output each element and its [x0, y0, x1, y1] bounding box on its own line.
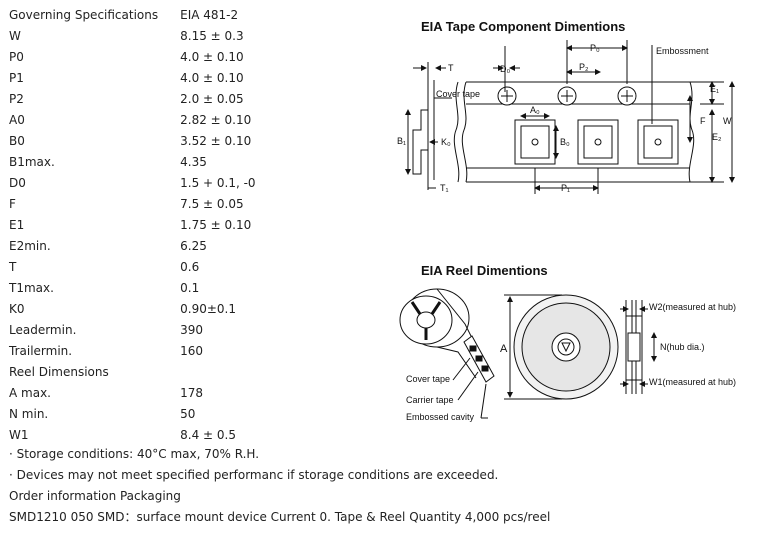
label-embossment: Embossment: [656, 46, 709, 56]
label-f: F: [700, 116, 706, 126]
notes-block: · Storage conditions: 40°C max, 70% R.H.…: [9, 444, 550, 528]
label-t1: T₁: [440, 183, 449, 193]
spec-value: 178: [180, 385, 204, 400]
spec-row: K0 0.90±0.1: [9, 298, 256, 319]
spec-value: 50: [180, 406, 196, 421]
spec-value: 8.4 ± 0.5: [180, 427, 236, 442]
order-heading: Order information Packaging: [9, 489, 181, 503]
reel-header-row: Reel Dimensions: [9, 361, 256, 382]
label-a0: A₀: [530, 105, 540, 115]
spec-label: N min.: [9, 406, 49, 421]
spec-value: 4.35: [180, 154, 207, 169]
spec-label: Trailermin.: [9, 343, 73, 358]
spec-label: W: [9, 28, 21, 43]
spec-header-label: Governing Specifications: [9, 7, 159, 22]
spec-header-row: Governing Specifications EIA 481-2: [9, 4, 256, 25]
spec-row: A max. 178: [9, 382, 256, 403]
spec-row: T 0.6: [9, 256, 256, 277]
spec-row: D0 1.5 + 0.1, -0: [9, 172, 256, 193]
spec-value: 4.0 ± 0.10: [180, 49, 244, 64]
spec-label: B1max.: [9, 154, 55, 169]
spec-value: 3.52 ± 0.10: [180, 133, 252, 148]
label-p1: P₁: [561, 183, 570, 193]
spec-label: E2min.: [9, 238, 51, 253]
spec-label: T1max.: [9, 280, 54, 295]
spec-value: 8.15 ± 0.3: [180, 28, 244, 43]
label-carrier-tape: Carrier tape: [406, 395, 454, 405]
reel-diagram-labels: A W2(measured at hub) N(hub dia.) W1(mea…: [406, 302, 736, 422]
spec-value: 1.5 + 0.1, -0: [180, 175, 256, 190]
spec-label: A max.: [9, 385, 51, 400]
spec-label: W1: [9, 427, 29, 442]
spec-row: E2min. 6.25: [9, 235, 256, 256]
spec-value: 2.82 ± 0.10: [180, 112, 252, 127]
spec-label: K0: [9, 301, 25, 316]
label-e2: E₂: [712, 132, 722, 142]
spec-value: 7.5 ± 0.05: [180, 196, 244, 211]
spec-row: P1 4.0 ± 0.10: [9, 67, 256, 88]
spec-label: D0: [9, 175, 26, 190]
label-n: N(hub dia.): [660, 342, 705, 352]
label-t: T: [448, 63, 454, 73]
spec-label: F: [9, 196, 16, 211]
spec-row: W 8.15 ± 0.3: [9, 25, 256, 46]
reel-dimensions-heading: Reel Dimensions: [9, 364, 109, 379]
label-embossed-cavity: Embossed cavity: [406, 412, 475, 422]
devices-note: · Devices may not meet specified perform…: [9, 468, 499, 482]
spec-row: F 7.5 ± 0.05: [9, 193, 256, 214]
spec-row: B1max. 4.35: [9, 151, 256, 172]
spec-value: 6.25: [180, 238, 207, 253]
spec-value: 390: [180, 322, 204, 337]
spec-row: W1 8.4 ± 0.5: [9, 424, 256, 445]
spec-row: P2 2.0 ± 0.05: [9, 88, 256, 109]
spec-value: 160: [180, 343, 204, 358]
label-e1: E₁: [710, 84, 719, 94]
spec-row: Leadermin. 390: [9, 319, 256, 340]
spec-row: Trailermin. 160: [9, 340, 256, 361]
spec-label: Leadermin.: [9, 322, 77, 337]
label-reel-cover-tape: Cover tape: [406, 374, 450, 384]
spec-row: P0 4.0 ± 0.10: [9, 46, 256, 67]
spec-row: B0 3.52 ± 0.10: [9, 130, 256, 151]
spec-row: N min. 50: [9, 403, 256, 424]
reel-diagram-title: EIA Reel Dimentions: [421, 263, 548, 278]
spec-label: P1: [9, 70, 24, 85]
spec-value: 0.90±0.1: [180, 301, 236, 316]
spec-label: A0: [9, 112, 25, 127]
spec-label: P0: [9, 49, 24, 64]
spec-value: 0.1: [180, 280, 200, 295]
storage-note: · Storage conditions: 40°C max, 70% R.H.: [9, 447, 260, 461]
spec-value: 1.75 ± 0.10: [180, 217, 252, 232]
label-b0: B₀: [560, 137, 570, 147]
tape-diagram-labels: T D₀ P₀ Embossment P₂ E₁ Cover tape A₀ F…: [397, 43, 732, 193]
spec-row: E1 1.75 ± 0.10: [9, 214, 256, 235]
spec-row: A0 2.82 ± 0.10: [9, 109, 256, 130]
tape-component-diagram: [405, 40, 735, 194]
label-w2: W2(measured at hub): [649, 302, 736, 312]
spec-label: B0: [9, 133, 25, 148]
label-w1: W1(measured at hub): [649, 377, 736, 387]
spec-label: T: [9, 259, 17, 274]
label-a: A: [500, 343, 508, 355]
spec-label: P2: [9, 91, 24, 106]
label-p2: P₂: [579, 62, 589, 72]
spec-value: 0.6: [180, 259, 200, 274]
label-d0: D₀: [500, 64, 510, 74]
label-cover-tape: Cover tape: [436, 89, 480, 99]
spec-label: E1: [9, 217, 25, 232]
label-k0: K₀: [441, 137, 451, 147]
spec-value: 2.0 ± 0.05: [180, 91, 244, 106]
reel-diagram: [399, 288, 657, 419]
order-line: SMD1210 050 SMD：surface mount device Cur…: [9, 510, 551, 524]
spec-row: T1max. 0.1: [9, 277, 256, 298]
label-p0: P₀: [590, 43, 600, 53]
spec-header-value: EIA 481-2: [180, 7, 239, 22]
spec-table: Governing Specifications EIA 481-2 W 8.15…: [9, 4, 256, 445]
label-w: W: [723, 116, 732, 126]
label-b1: B₁: [397, 136, 406, 146]
spec-value: 4.0 ± 0.10: [180, 70, 244, 85]
tape-diagram-title: EIA Tape Component Dimentions: [421, 19, 626, 34]
